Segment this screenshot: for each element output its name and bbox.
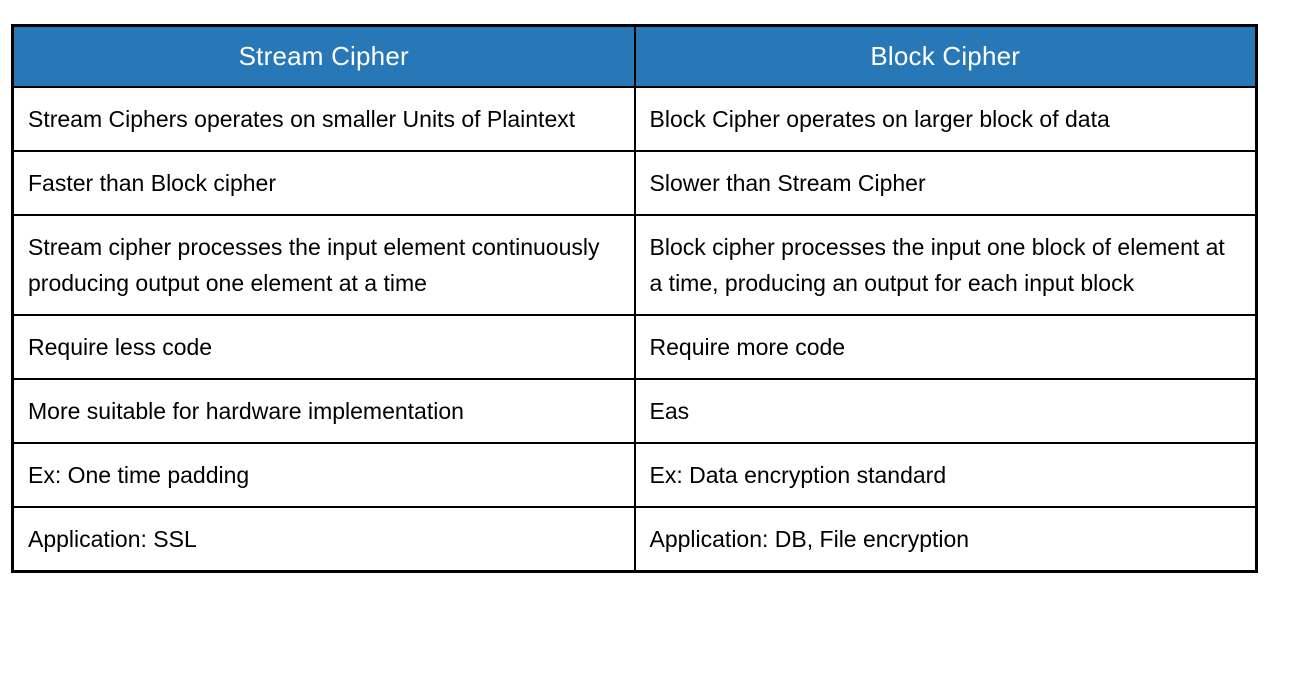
table-row: Stream cipher processes the input elemen…	[11, 213, 1258, 316]
table-cell: Block Cipher operates on larger block of…	[633, 85, 1258, 152]
table-row: More suitable for hardware implementatio…	[11, 377, 1258, 444]
table-cell: Faster than Block cipher	[11, 149, 636, 216]
table-cell: More suitable for hardware implementatio…	[11, 377, 636, 444]
table-row: Require less code Require more code	[11, 313, 1258, 380]
table-cell: Require less code	[11, 313, 636, 380]
table-cell: Application: DB, File encryption	[633, 505, 1258, 572]
column-header-stream-cipher: Stream Cipher	[11, 24, 636, 88]
table-row: Ex: One time padding Ex: Data encryption…	[11, 441, 1258, 508]
table-header-row: Stream Cipher Block Cipher	[11, 24, 1258, 88]
table-row: Application: SSL Application: DB, File e…	[11, 505, 1258, 572]
stream-vs-block-cipher-table: Stream Cipher Block Cipher Stream Cipher…	[11, 24, 1258, 573]
table-cell: Eas	[633, 377, 1258, 444]
table-cell: Ex: Data encryption standard	[633, 441, 1258, 508]
column-header-block-cipher: Block Cipher	[633, 24, 1258, 88]
table-cell: Slower than Stream Cipher	[633, 149, 1258, 216]
table-cell: Require more code	[633, 313, 1258, 380]
table-cell: Application: SSL	[11, 505, 636, 572]
table-cell: Block cipher processes the input one blo…	[633, 213, 1258, 316]
table-cell: Stream Ciphers operates on smaller Units…	[11, 85, 636, 152]
table-row: Stream Ciphers operates on smaller Units…	[11, 85, 1258, 152]
table-cell: Stream cipher processes the input elemen…	[11, 213, 636, 316]
table-row: Faster than Block cipher Slower than Str…	[11, 149, 1258, 216]
table-cell: Ex: One time padding	[11, 441, 636, 508]
